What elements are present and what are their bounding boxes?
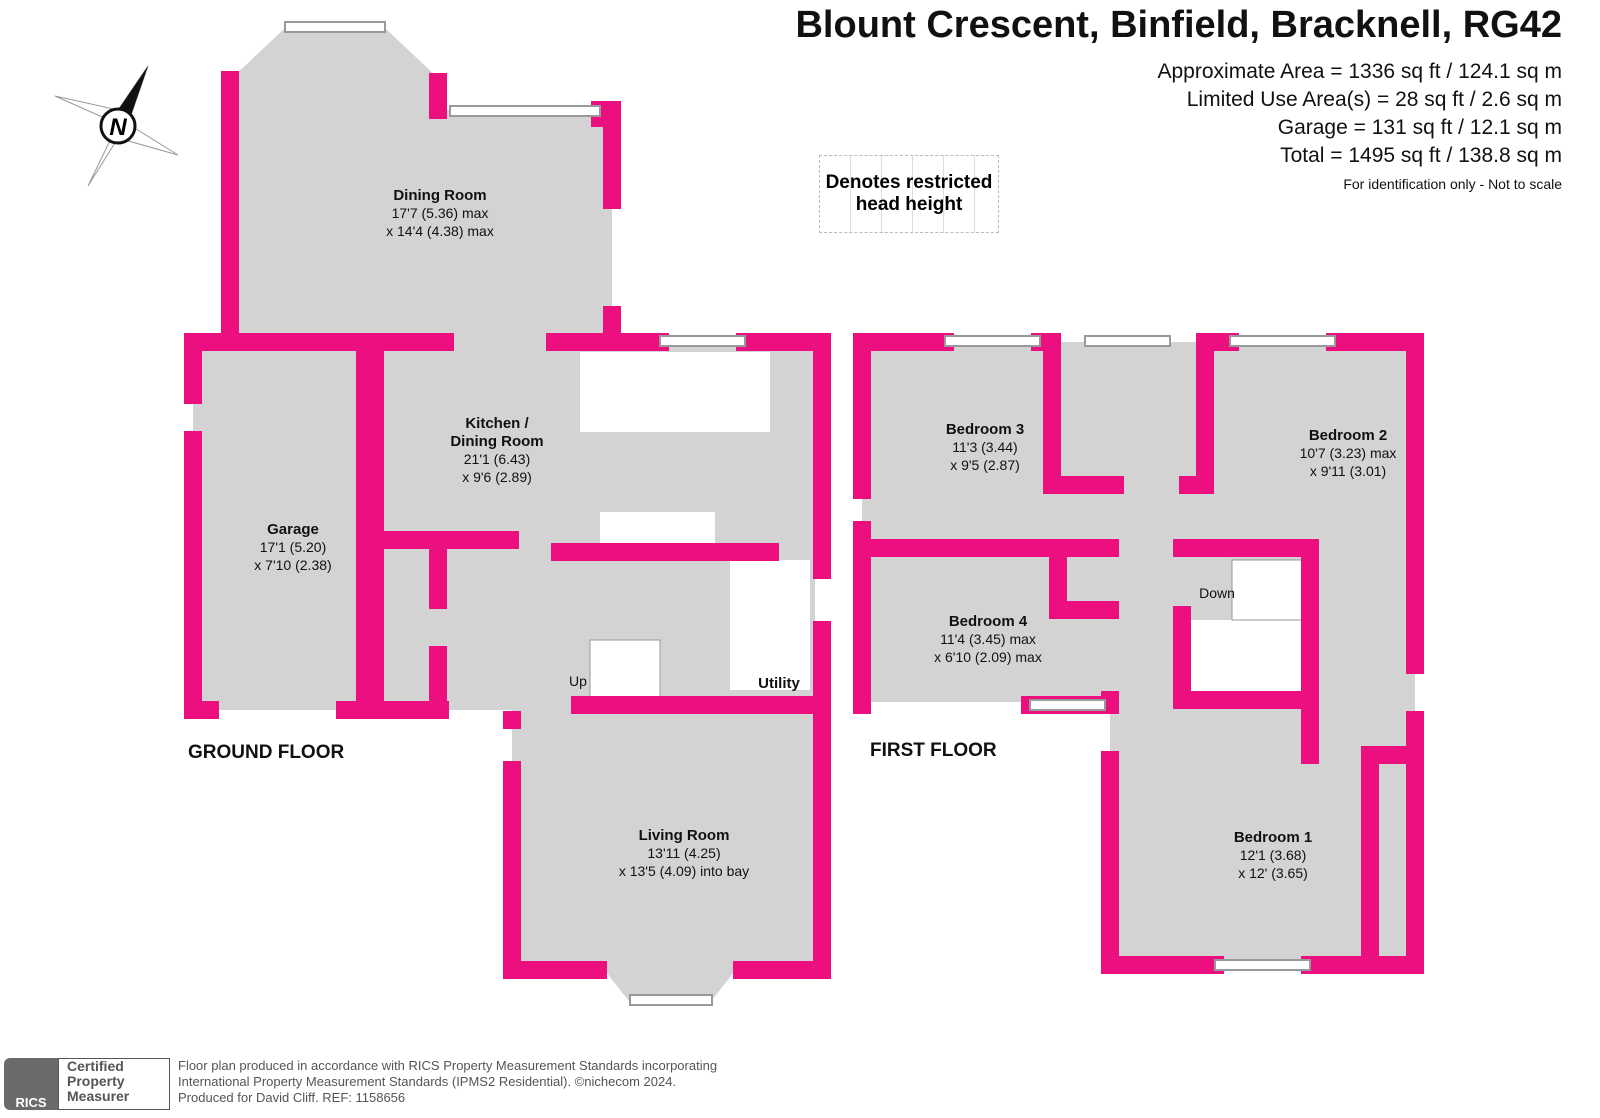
property-title: Blount Crescent, Binfield, Bracknell, RG… (795, 4, 1562, 46)
badge-line: Measurer (67, 1088, 130, 1104)
compass-north-label: N (109, 114, 127, 141)
limited-use-area: Limited Use Area(s) = 28 sq ft / 2.6 sq … (1186, 88, 1562, 111)
badge-line: Property (67, 1073, 125, 1089)
svg-text:Up: Up (569, 673, 587, 689)
rics-logo: RICS (4, 1058, 58, 1110)
footer-line: Floor plan produced in accordance with R… (178, 1058, 718, 1073)
garage-area: Garage = 131 sq ft / 12.1 sq m (1277, 116, 1562, 139)
area-summary: Approximate Area = 1336 sq ft / 124.1 sq… (1158, 58, 1563, 170)
windows (284, 21, 1336, 1006)
compass: N (54, 65, 179, 187)
footer-line: International Property Measurement Stand… (178, 1074, 677, 1089)
scale-note: For identification only - Not to scale (1343, 176, 1562, 192)
garage-floor (193, 342, 365, 710)
living-room-floor (512, 705, 815, 1000)
legend-line: Denotes restricted (825, 172, 993, 193)
svg-text:Utility: Utility (758, 675, 800, 692)
first-floor (862, 342, 1415, 965)
badge-line: Certified (67, 1058, 124, 1074)
footer-line: Produced for David Cliff. REF: 1158656 (178, 1090, 406, 1105)
ground-floor-label: GROUND FLOOR (188, 742, 344, 763)
approx-area: Approximate Area = 1336 sq ft / 124.1 sq… (1157, 60, 1563, 83)
ground-floor (193, 28, 815, 1000)
svg-text:Bedroom 311'3 (3.44)x 9'5 (2.8: Bedroom 311'3 (3.44)x 9'5 (2.87) (946, 421, 1024, 473)
dining-room-floor (230, 28, 612, 342)
first-floor-label: FIRST FLOOR (870, 740, 997, 761)
svg-text:Down: Down (1199, 585, 1235, 601)
upper-floor (862, 342, 1415, 702)
total-area: Total = 1495 sq ft / 138.8 sq m (1280, 144, 1562, 167)
svg-text:Bedroom 112'1 (3.68)x 12' (3.6: Bedroom 112'1 (3.68)x 12' (3.65) (1234, 829, 1312, 881)
footer-text: Floor plan produced in accordance with R… (178, 1058, 717, 1106)
walls (184, 71, 1424, 979)
legend-line: head height (855, 194, 963, 215)
